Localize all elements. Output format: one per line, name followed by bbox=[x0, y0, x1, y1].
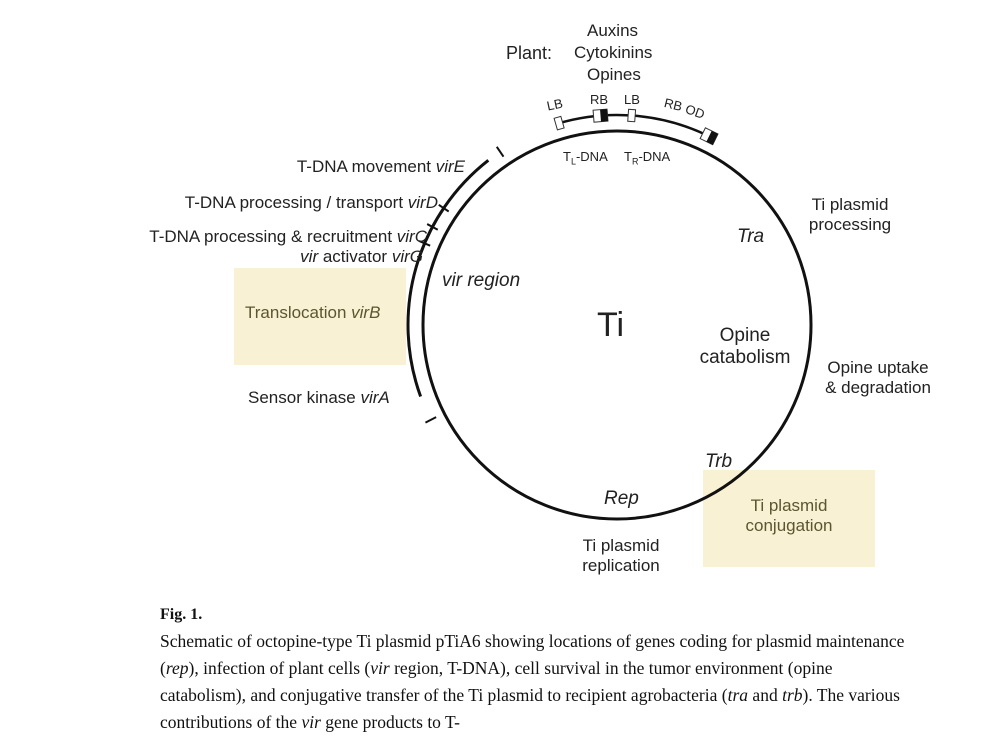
virb-highlight-box bbox=[234, 268, 406, 365]
vir-boundary-tick bbox=[426, 223, 439, 231]
plasmid-circle bbox=[421, 129, 813, 521]
caption-segment: and bbox=[748, 685, 783, 705]
tra-label: Tra bbox=[737, 226, 765, 247]
opine-function-label: Opine uptake & degradation bbox=[825, 358, 931, 397]
caption-segment: ). The various contributions of the bbox=[160, 685, 900, 732]
vir-gene-virB: Translocation virB bbox=[245, 303, 381, 322]
tra-function-label: Ti plasmid processing bbox=[808, 195, 892, 234]
vir-region-arc bbox=[406, 159, 490, 397]
conjugation-highlight-box bbox=[703, 470, 875, 567]
border-label-lb-2: LB bbox=[624, 92, 640, 107]
caption-segment: tra bbox=[727, 685, 749, 705]
figure-caption: Fig. 1. Schematic of octopine-type Ti pl… bbox=[160, 604, 920, 736]
rep-label: Rep bbox=[604, 488, 639, 509]
vir-boundary-tick bbox=[438, 203, 450, 213]
plasmid-name: Ti bbox=[597, 306, 625, 344]
vir-gene-virE: T-DNA movement virE bbox=[296, 157, 465, 176]
trb-function-label: Ti plasmid conjugation bbox=[745, 496, 833, 535]
tdna-border-marker bbox=[553, 115, 565, 131]
plant-product-auxins: Auxins bbox=[587, 21, 639, 40]
opine-catabolism-label: Opine catabolism bbox=[699, 325, 791, 368]
caption-segment: Schematic of octopine-type Ti plasmid pT… bbox=[160, 631, 905, 678]
plant-product-cytokinins: Cytokinins bbox=[574, 43, 653, 62]
plant-product-opines: Opines bbox=[587, 65, 641, 84]
vir-gene-boundaries bbox=[418, 146, 505, 424]
plasmid-map bbox=[406, 108, 813, 521]
vir-gene-virC: T-DNA processing & recruitment virC bbox=[149, 227, 427, 246]
plasmid-figure: Plant: Auxins Cytokinins Opines LB RB LB… bbox=[149, 21, 931, 575]
trb-label: Trb bbox=[705, 451, 733, 472]
vir-gene-virA: Sensor kinase virA bbox=[248, 388, 390, 407]
caption-segment: vir bbox=[370, 658, 390, 678]
caption-segment: region, T-DNA), cell survival in the tum… bbox=[160, 658, 833, 705]
border-label-rb-1: RB bbox=[590, 92, 609, 107]
tdna-border-marker bbox=[592, 108, 609, 123]
plant-label: Plant: bbox=[506, 43, 553, 63]
caption-segment: vir bbox=[301, 712, 321, 732]
tdna-borders bbox=[553, 108, 719, 146]
tdna-arc bbox=[558, 113, 717, 141]
vir-region-label: vir region bbox=[442, 270, 521, 291]
tdna-border-marker bbox=[699, 127, 719, 146]
caption-body: Schematic of octopine-type Ti plasmid pT… bbox=[160, 628, 920, 736]
tr-dna-label: TR-DNA bbox=[624, 149, 671, 167]
rep-function-label: Ti plasmid replication bbox=[582, 536, 660, 575]
vir-boundary-tick bbox=[424, 416, 437, 424]
vir-boundary-tick bbox=[418, 240, 431, 247]
vir-boundary-tick bbox=[495, 146, 505, 158]
caption-segment: gene products to T- bbox=[320, 712, 460, 732]
vir-gene-virD: T-DNA processing / transport virD bbox=[184, 193, 438, 212]
caption-title: Fig. 1. bbox=[160, 606, 203, 623]
tdna-border-marker bbox=[627, 108, 637, 123]
vir-gene-virG: vir activator virG bbox=[300, 247, 423, 266]
tl-dna-label: TL-DNA bbox=[563, 149, 608, 167]
caption-segment: ), infection of plant cells ( bbox=[188, 658, 371, 678]
caption-segment: rep bbox=[165, 658, 189, 678]
caption-segment: trb bbox=[782, 685, 803, 705]
